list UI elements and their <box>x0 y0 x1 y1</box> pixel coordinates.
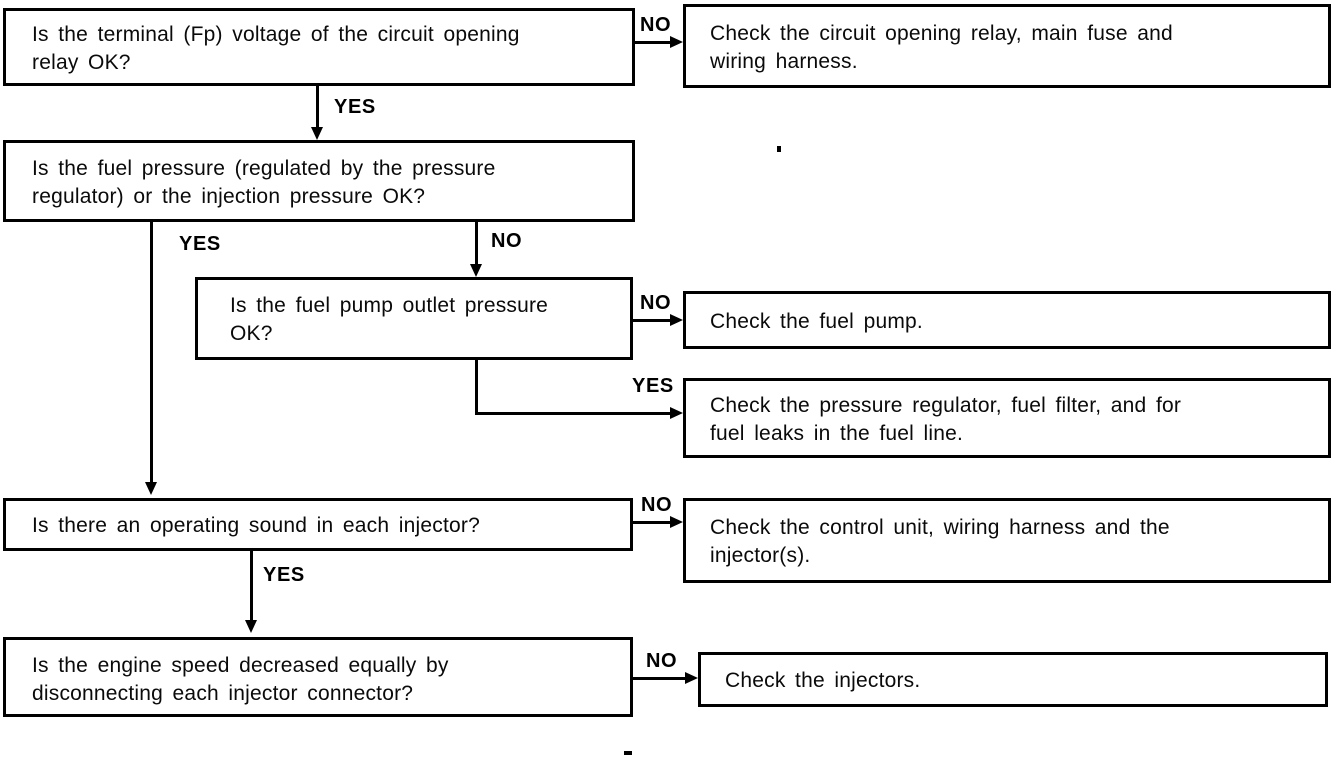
connector-q2-q3 <box>475 222 478 267</box>
arrowhead-down-icon <box>245 620 257 633</box>
arrowhead-down-icon <box>145 482 157 495</box>
connector-q5-a5 <box>631 677 688 680</box>
decision-engine-speed-decrease: Is the engine speed decreased equally by… <box>3 637 633 717</box>
decision-fuel-pressure: Is the fuel pressure (regulated by the p… <box>3 140 635 222</box>
connector-q4-q5 <box>250 551 253 623</box>
action-check-pressure-regulator: Check the pressure regulator, fuel filte… <box>683 378 1331 458</box>
arrowhead-right-icon <box>670 314 683 326</box>
yes-label: YES <box>334 96 376 118</box>
action-check-control-unit: Check the control unit, wiring harness a… <box>683 498 1331 583</box>
no-label: NO <box>640 14 672 36</box>
arrowhead-down-icon <box>470 264 482 277</box>
ink-speck <box>624 751 632 755</box>
decision-injector-operating-sound: Is there an operating sound in each inje… <box>3 498 633 551</box>
connector-q3-a3-horizontal <box>475 412 673 415</box>
no-label: NO <box>646 650 678 672</box>
decision-terminal-voltage: Is the terminal (Fp) voltage of the circ… <box>3 8 635 86</box>
no-label: NO <box>640 292 672 314</box>
no-label: NO <box>491 230 523 252</box>
yes-label: YES <box>263 564 305 586</box>
connector-q4-a4 <box>631 521 673 524</box>
ink-speck <box>777 146 781 152</box>
arrowhead-right-icon <box>670 516 683 528</box>
arrowhead-right-icon <box>670 36 683 48</box>
no-label: NO <box>641 494 673 516</box>
yes-label: YES <box>179 233 221 255</box>
action-check-fuel-pump: Check the fuel pump. <box>683 291 1331 349</box>
arrowhead-right-icon <box>685 672 698 684</box>
connector-q1-a1 <box>633 41 673 44</box>
connector-q1-q2 <box>316 86 319 130</box>
action-check-injectors: Check the injectors. <box>698 652 1328 707</box>
arrowhead-down-icon <box>311 127 323 140</box>
yes-label: YES <box>632 375 674 397</box>
connector-q3-a3-vertical <box>475 360 478 415</box>
arrowhead-right-icon <box>670 407 683 419</box>
action-check-circuit-opening-relay: Check the circuit opening relay, main fu… <box>683 4 1331 88</box>
connector-q3-a2 <box>631 319 673 322</box>
decision-fuel-pump-outlet-pressure: Is the fuel pump outlet pressure OK? <box>195 277 633 360</box>
connector-q2-q4 <box>150 222 153 485</box>
